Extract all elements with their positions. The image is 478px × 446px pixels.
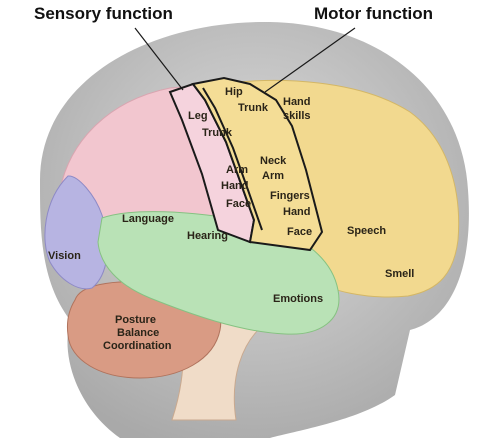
sensory-leg-label: Leg: [188, 110, 208, 123]
motor-hip-label: Hip: [225, 86, 243, 99]
motor-function-title: Motor function: [314, 4, 433, 24]
sensory-face-label: Face: [226, 198, 251, 211]
vision-label: Vision: [48, 250, 81, 263]
motor-fingers-label: Fingers: [270, 190, 310, 203]
language-label: Language: [122, 213, 174, 226]
smell-label: Smell: [385, 268, 414, 281]
motor-face-label: Face: [287, 226, 312, 239]
sensory-arm-label: Arm: [226, 164, 248, 177]
hearing-label: Hearing: [187, 230, 228, 243]
posture-label: Posture: [115, 314, 156, 327]
coordination-label: Coordination: [103, 340, 171, 353]
emotions-label: Emotions: [273, 293, 323, 306]
motor-hand-label: Hand: [283, 206, 311, 219]
motor-trunk-label: Trunk: [238, 102, 268, 115]
sensory-function-title: Sensory function: [34, 4, 173, 24]
sensory-trunk-label: Trunk: [202, 127, 232, 140]
motor-arm-label: Arm: [262, 170, 284, 183]
motor-neck-label: Neck: [260, 155, 286, 168]
balance-label: Balance: [117, 327, 159, 340]
motor-hand-skills-label-line2: skills: [283, 110, 311, 123]
speech-label: Speech: [347, 225, 386, 238]
motor-hand-skills-label-line1: Hand: [283, 96, 311, 109]
sensory-hand-label: Hand: [221, 180, 249, 193]
